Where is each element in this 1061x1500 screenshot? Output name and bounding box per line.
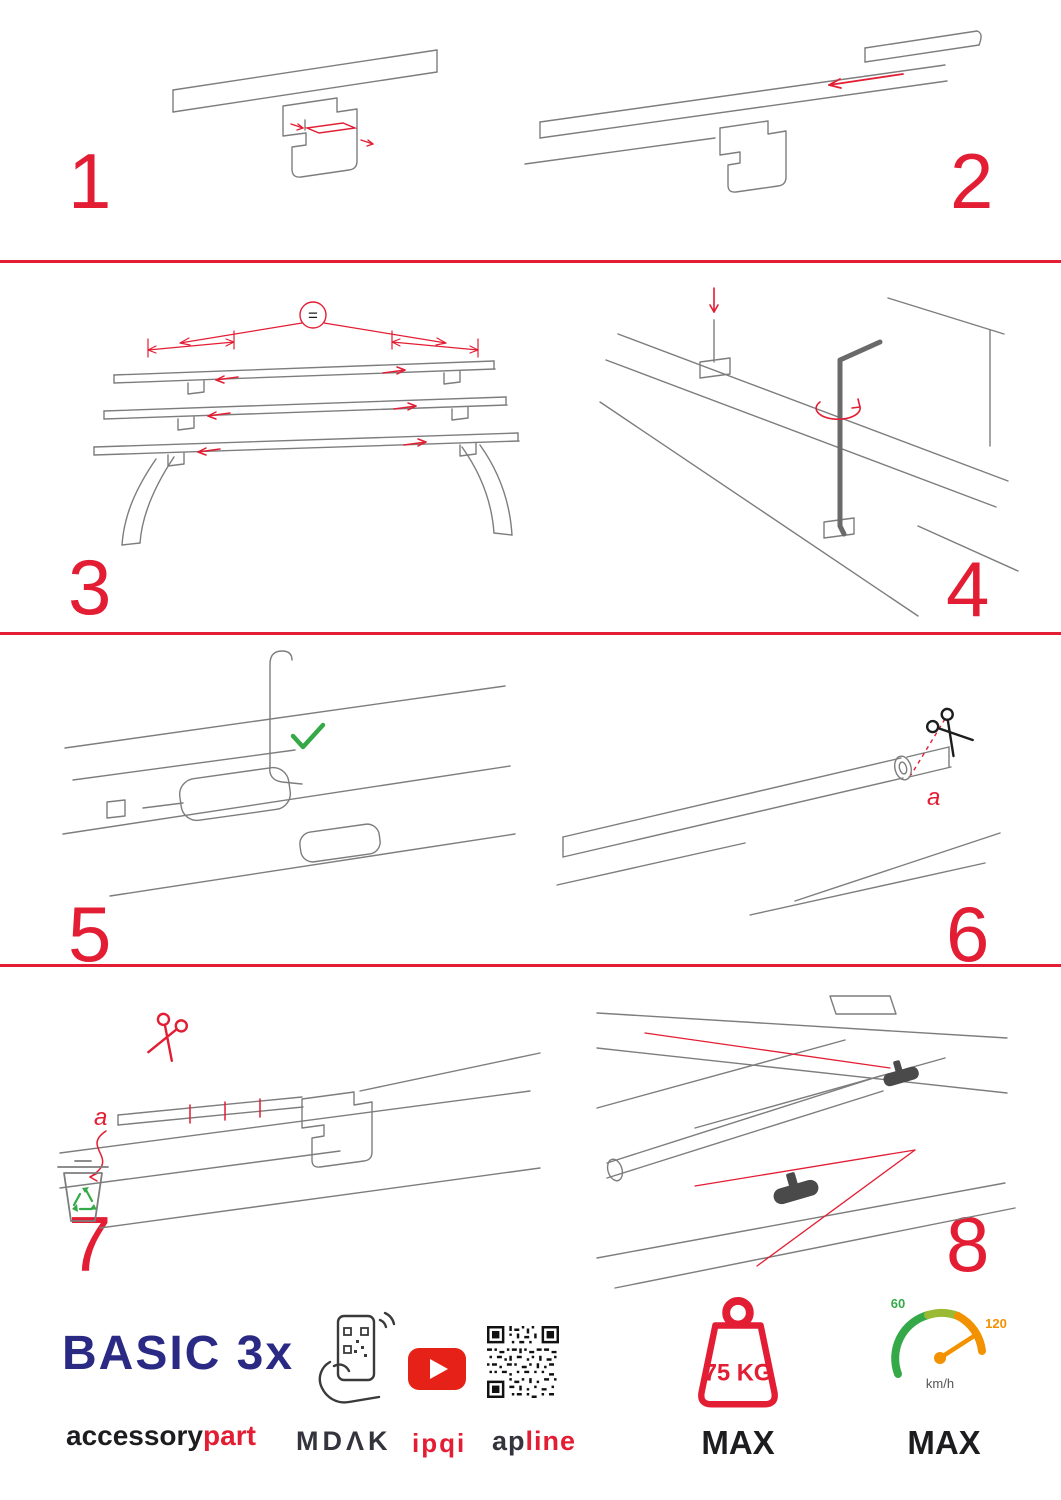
recycle-icon (72, 1187, 97, 1212)
checkmark-icon (290, 722, 326, 750)
trash-icon (57, 1160, 109, 1222)
step-3-number: 3 (68, 543, 112, 631)
partner-ipqi: ipqi (412, 1428, 467, 1458)
speed-max-label: MAX (907, 1424, 981, 1461)
step-1-illustration (172, 49, 438, 178)
scissors-icon (147, 1012, 189, 1062)
partner-mdak: MDΛK (296, 1426, 392, 1456)
step-6-illustration: a (556, 707, 1001, 916)
step-4-illustration (599, 287, 1019, 617)
phone-scan-icon (318, 1311, 396, 1404)
allen-key-icon (837, 339, 883, 537)
insert-pad-arrows (290, 122, 374, 147)
equal-badge: = (299, 301, 327, 329)
qr-finder-patterns (487, 1326, 559, 1398)
cut-label: a (94, 1104, 107, 1131)
partner-apline-black: ap (492, 1426, 526, 1456)
partner-apline: apline (492, 1426, 576, 1457)
speed-high-value: 120 (985, 1316, 1007, 1331)
scissors-icon (925, 707, 974, 758)
slide-arrow (828, 73, 904, 89)
youtube-icon (408, 1348, 466, 1390)
dimension-lines (147, 322, 479, 358)
speed-unit: km/h (926, 1376, 954, 1391)
brand-logo-red: part (203, 1420, 256, 1451)
step-7-illustration: a (57, 1012, 541, 1229)
step-4-number: 4 (946, 545, 990, 633)
cut-marks (89, 1098, 261, 1182)
step-5-illustration (62, 650, 516, 897)
step-2-illustration (524, 30, 982, 193)
weight-limit-value: 75 KG (704, 1361, 772, 1387)
section-divider-3 (0, 964, 1061, 967)
speedometer-icon: 60 120 km/h (891, 1296, 1007, 1391)
qr-code-icon (487, 1326, 559, 1398)
section-divider-1 (0, 260, 1061, 263)
step-5-number: 5 (68, 890, 112, 978)
equal-sign: = (308, 306, 318, 325)
product-name: BASIC 3x (62, 1327, 295, 1380)
clamp-bracket (719, 120, 787, 193)
section-divider-2 (0, 632, 1061, 635)
cut-label: a (927, 784, 940, 811)
brand-logo-black: accessory (66, 1420, 204, 1451)
insert-arrow (709, 287, 719, 313)
step-3-illustration: = (93, 301, 520, 546)
step-2-number: 2 (950, 137, 994, 225)
brand-logo: accessorypart (66, 1420, 256, 1452)
adjust-arrows (197, 366, 427, 456)
step-7-number: 7 (68, 1200, 112, 1288)
weight-max-label: MAX (701, 1424, 775, 1461)
clamp-bracket (301, 1091, 373, 1168)
speed-low-value: 60 (891, 1296, 905, 1311)
step-6-number: 6 (946, 890, 990, 978)
step-1-number: 1 (68, 137, 112, 225)
step-8-illustration (596, 995, 1016, 1289)
partner-apline-red: line (525, 1426, 577, 1456)
weight-icon: 75 KG (698, 1296, 778, 1408)
rotate-arrow (815, 398, 861, 420)
t-bolt (773, 1060, 919, 1205)
alignment-lines (644, 1032, 916, 1267)
clamp-bracket (282, 97, 358, 178)
